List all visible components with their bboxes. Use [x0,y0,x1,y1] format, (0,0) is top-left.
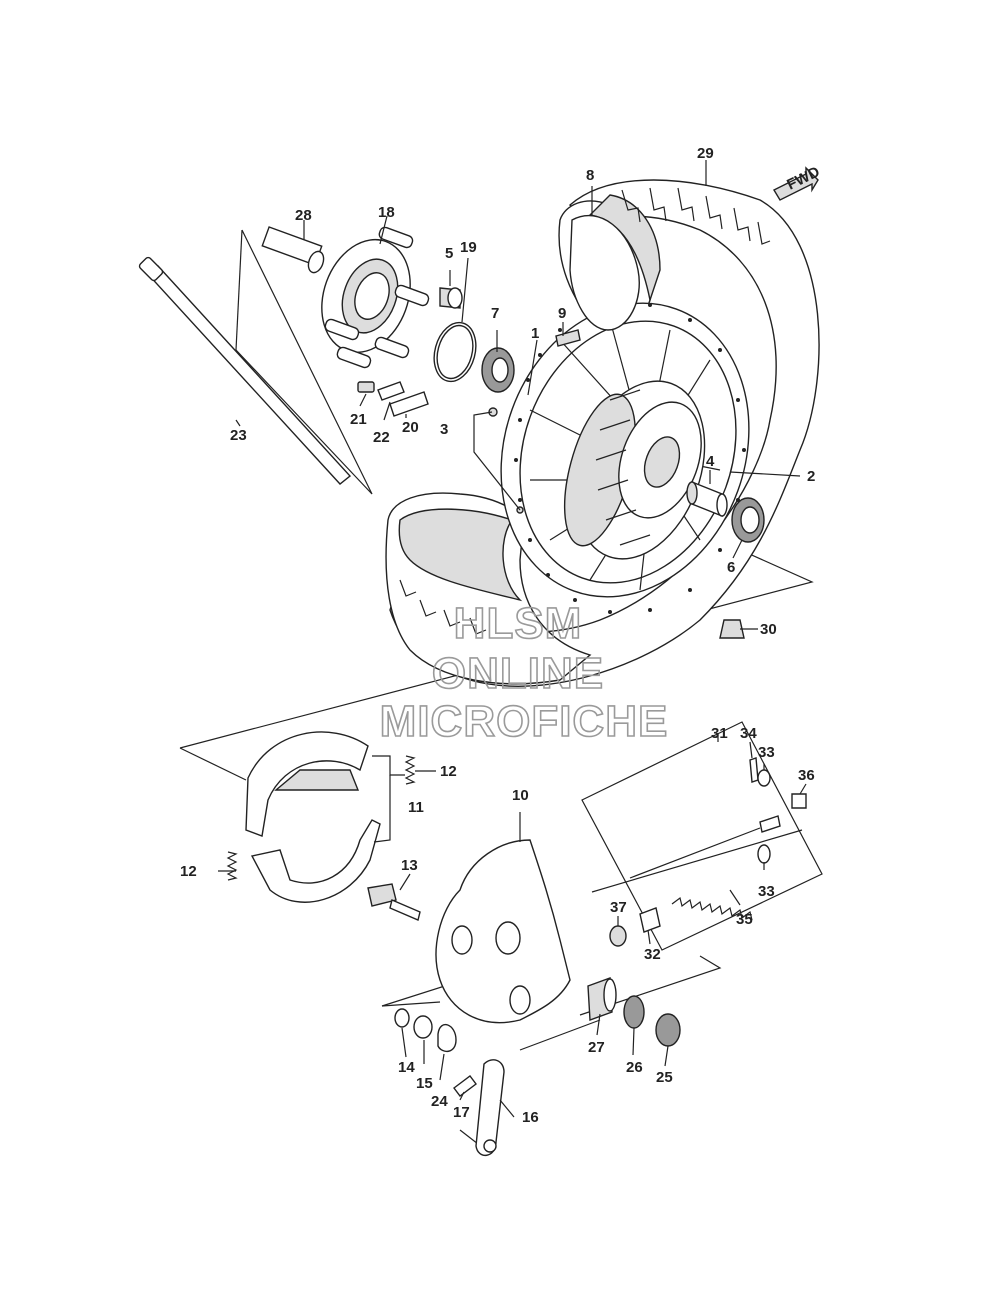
cotter-nut-30 [719,619,745,639]
callout-6: 6 [727,559,735,576]
brake-rod [629,815,781,879]
washer-26 [623,995,645,1029]
watermark: HLSM ONLINE MICROFICHE [379,598,669,747]
wheel-bearing-right [731,497,765,543]
callout-15: 15 [416,1075,433,1092]
callout-12a: 12 [440,763,457,780]
callout-1: 1 [531,325,539,342]
tire-cutaway [385,492,592,685]
brake-panel [435,839,571,1024]
rear-axle [138,256,352,485]
callout-labels: 1 2 3 4 5 6 7 8 9 10 11 12 12 13 14 15 1… [180,145,815,1126]
spring-24 [437,1023,457,1053]
callout-17: 17 [453,1104,470,1121]
callout-12b: 12 [180,863,197,880]
callout-31: 31 [711,725,728,742]
spacer-27 [587,977,617,1021]
callout-5: 5 [445,245,453,262]
damper-5 [439,287,463,309]
callout-30: 30 [760,621,777,638]
lock-washer-22 [377,381,405,401]
callout-19: 19 [460,239,477,256]
rear-hub [563,380,706,560]
callout-29: 29 [697,145,714,162]
bearing-7 [481,347,515,393]
callout-34: 34 [740,725,757,742]
tire-cutaway-tread [399,579,487,635]
callout-37: 37 [610,899,627,916]
hub-cooling-fins [595,389,651,546]
callout-21: 21 [350,411,367,428]
flange-studs [324,226,430,369]
shoe-spring-lower [226,851,238,881]
assembly-boundary-lines [179,229,823,1145]
tire-tread-pattern [621,187,771,245]
watermark-line-1: HLSM [454,599,583,648]
return-spring-35 [671,896,753,921]
forward-arrow-icon: FWD [773,163,823,201]
callout-32: 32 [644,946,661,963]
rim-band [555,329,581,347]
brake-shoe-upper [245,731,369,837]
callout-33b: 33 [758,883,775,900]
shoe-spring-upper [404,755,416,785]
brake-shoe-lower [250,819,381,903]
rim-nipple-holes [514,303,746,614]
callout-7: 7 [491,305,499,322]
nut-25 [655,1013,681,1047]
callout-35: 35 [736,911,753,928]
adjust-nut-37 [609,925,627,947]
cotter-pin-34 [749,757,759,783]
callout-22: 22 [373,429,390,446]
callout-20: 20 [402,419,419,436]
callout-24: 24 [431,1093,448,1110]
callout-8: 8 [586,167,594,184]
callout-13: 13 [401,857,418,874]
callout-14: 14 [398,1059,415,1076]
wheel-spacer [686,480,728,518]
callout-27: 27 [588,1039,605,1056]
callout-28: 28 [295,207,312,224]
callout-3: 3 [440,421,448,438]
drum-flange [321,226,430,369]
washer-33 [757,769,771,864]
callout-26: 26 [626,1059,643,1076]
callout-4: 4 [706,453,715,470]
torque-arm [475,1059,505,1156]
callout-11: 11 [408,799,424,816]
callout-33a: 33 [758,744,775,761]
bolt-21 [357,381,375,393]
bolt-17 [453,1075,477,1097]
brake-cam [367,883,421,921]
inner-tube [569,214,640,331]
callout-25: 25 [656,1069,673,1086]
callout-2: 2 [807,468,815,485]
sleeve-28 [261,226,325,274]
lock-plate-20 [389,391,429,417]
joint-32 [639,907,661,933]
watermark-line-3: MICROFICHE [380,697,669,746]
clevis-pin-36 [791,793,807,809]
callout-36: 36 [798,767,815,784]
leader-lines [218,160,807,1118]
circlip-14 [394,1008,410,1028]
washer-15 [413,1015,433,1039]
callout-10: 10 [512,787,529,804]
callout-18: 18 [378,204,395,221]
callout-16: 16 [522,1109,539,1126]
callout-23: 23 [230,427,247,444]
callout-9: 9 [558,305,566,322]
o-ring-19 [433,321,477,383]
watermark-line-2: ONLINE [432,649,604,698]
